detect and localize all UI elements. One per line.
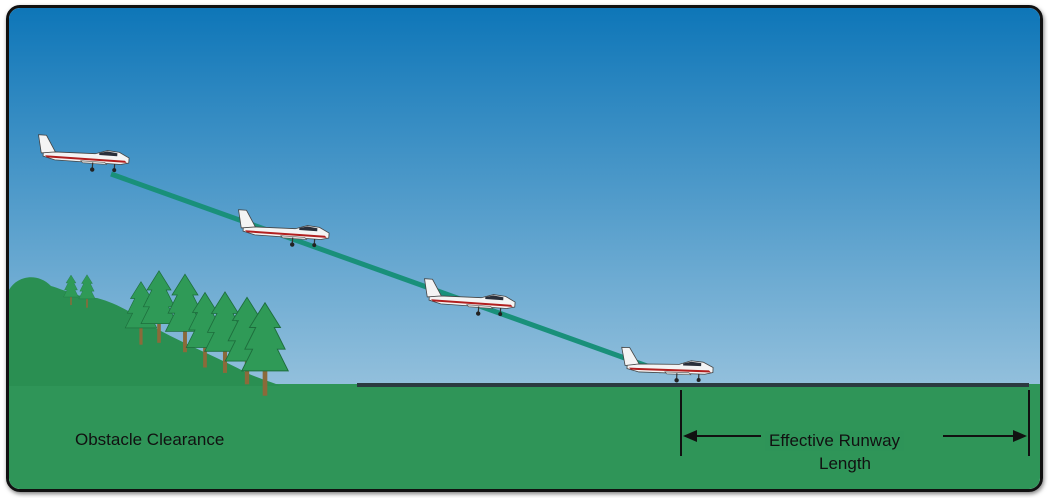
diagram-frame: Obstacle Clearance Effective Runway Leng… [6, 5, 1043, 492]
approach-scene [9, 8, 1040, 489]
effective-runway-label-line2: Length [819, 454, 871, 474]
effective-runway-label: Effective Runway [765, 431, 904, 451]
runway [357, 383, 1029, 387]
obstacle-clearance-label: Obstacle Clearance [75, 430, 224, 450]
